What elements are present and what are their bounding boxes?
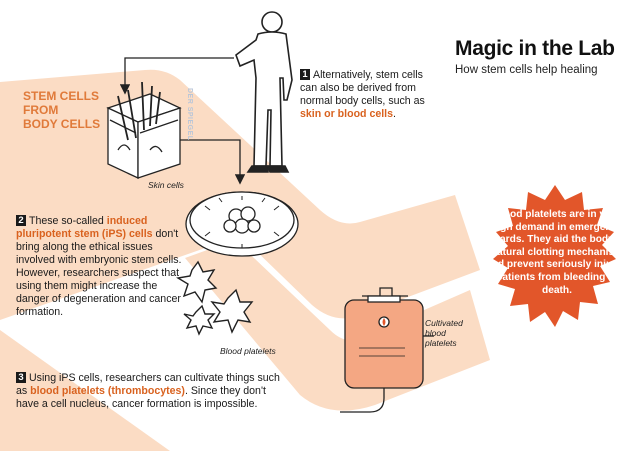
cultivated-label: Cultivated blood platelets — [425, 318, 463, 348]
credit-text: DER SPIEGEL — [186, 88, 193, 141]
section-label-line: STEM CELLS — [23, 89, 100, 103]
step-3-body: . Since they don't have a cell nucleus, … — [16, 385, 266, 410]
page-subtitle: How stem cells help healing — [455, 64, 598, 76]
section-label: STEM CELLS FROM BODY CELLS — [23, 89, 113, 131]
step-1-end: . — [393, 108, 396, 120]
step-2-lead: These so-called — [29, 215, 104, 227]
step-number: 1 — [300, 69, 310, 80]
step-1-body: stem cells can also be derived from norm… — [300, 69, 425, 107]
section-label-line: FROM — [23, 103, 59, 117]
step-1-highlight: skin or blood cells — [300, 108, 394, 120]
step-3-lead: Using iPS cells, researchers can cultiva… — [16, 372, 280, 397]
person-figure — [235, 11, 293, 173]
blood-platelets-illustration — [176, 260, 254, 336]
section-label-line: BODY CELLS — [23, 117, 101, 131]
arrow-person-to-skin — [119, 57, 234, 95]
starburst-callout — [493, 185, 616, 327]
step-number: 2 — [16, 215, 26, 226]
petri-dish — [185, 191, 299, 257]
skin-block — [106, 81, 182, 180]
step-1-lead: Alternatively, — [313, 69, 373, 81]
step-3-highlight: blood platelets (thrombocytes) — [30, 385, 185, 397]
blood-bag — [340, 287, 434, 413]
step-2-highlight: induced pluripotent stem (iPS) cells — [16, 215, 153, 240]
arrow-skin-to-dish — [180, 139, 246, 185]
blood-platelets-label: Blood platelets — [220, 346, 276, 356]
step-2-body: don't bring along the ethical issues inv… — [16, 228, 182, 318]
page-title: Magic in the Lab — [455, 37, 615, 60]
callout-text: Blood platelets are in very high demand … — [485, 209, 629, 296]
cultivated-label-line: Cultivated — [425, 318, 463, 328]
step-number: 3 — [16, 372, 26, 383]
skin-cells-label: Skin cells — [148, 180, 184, 190]
cultivated-label-line: platelets — [425, 338, 457, 348]
cultivated-label-line: blood — [425, 328, 446, 338]
